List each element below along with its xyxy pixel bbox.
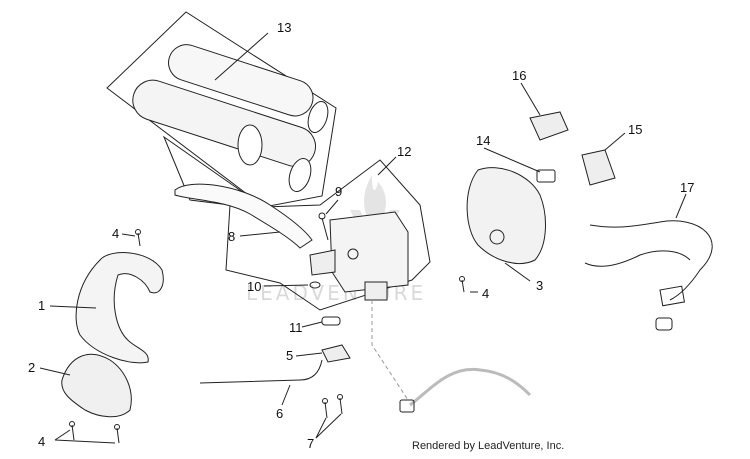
master-cylinder (309, 211, 409, 301)
callout-15: 15 (628, 122, 642, 137)
screws-7 (322, 394, 343, 419)
cable-6 (199, 359, 323, 384)
switch-5 (321, 344, 351, 363)
grip-13 (132, 44, 329, 192)
rendered-by-footer: Rendered by LeadVenture, Inc. (412, 440, 565, 452)
screw-9 (321, 217, 329, 241)
leader-lines (39, 32, 687, 444)
callout-4-right: 4 (482, 286, 489, 301)
callout-14: 14 (476, 133, 490, 148)
callout-4-top: 4 (112, 226, 119, 241)
brake-hose (409, 367, 532, 407)
switch-housing-3 (466, 167, 546, 264)
cap-10 (309, 281, 321, 289)
switch-15 (581, 149, 616, 186)
callout-17: 17 (680, 180, 694, 195)
callout-16: 16 (512, 68, 526, 83)
switch-11 (321, 316, 341, 326)
callout-9: 9 (335, 184, 342, 199)
callout-13: 13 (277, 20, 291, 35)
banjo-fitting (399, 399, 415, 413)
callout-4-bottom: 4 (38, 434, 45, 449)
hose-path (371, 300, 409, 401)
plug-17 (655, 317, 673, 331)
callout-8: 8 (228, 229, 235, 244)
grip-box (106, 11, 337, 208)
callout-6: 6 (276, 406, 283, 421)
callout-1: 1 (38, 298, 45, 313)
screws-4 (69, 229, 465, 444)
callout-3: 3 (536, 278, 543, 293)
callouts: 13 12 9 8 10 11 5 6 7 4 1 2 4 4 3 14 16 … (28, 20, 694, 451)
callout-12: 12 (397, 144, 411, 159)
callout-11: 11 (289, 320, 303, 335)
harness-17 (589, 220, 713, 301)
housing-2 (61, 353, 132, 418)
callout-5: 5 (286, 348, 293, 363)
switch-16 (529, 111, 569, 141)
callout-2: 2 (28, 360, 35, 375)
callout-10: 10 (247, 279, 261, 294)
callout-7: 7 (307, 436, 314, 451)
brake-lever-8 (174, 183, 313, 249)
switch-14 (536, 169, 556, 183)
connector-17 (659, 285, 686, 307)
housing-1 (75, 252, 164, 364)
